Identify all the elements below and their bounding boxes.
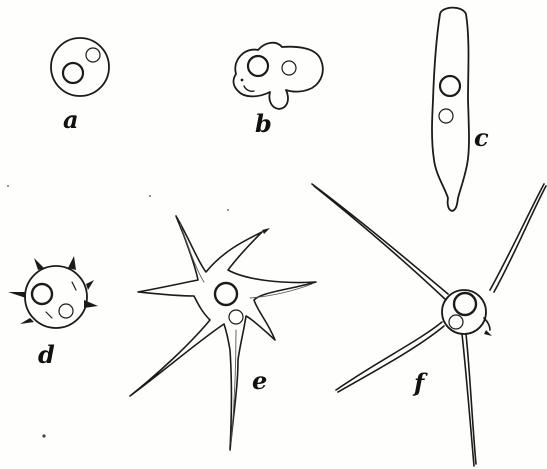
ink-speck (149, 195, 151, 197)
cell-c (432, 8, 469, 211)
cell-b-membrane (234, 43, 323, 109)
cell-b-vacuole (282, 61, 296, 75)
label-c: c (474, 126, 489, 150)
cell-e-nucleus (215, 283, 237, 305)
cell-d-nucleus (32, 284, 52, 304)
cell-e-process-tip (262, 228, 270, 234)
cell-f (312, 184, 546, 466)
cell-d-vacuole (59, 304, 73, 318)
cell-e (130, 216, 316, 450)
cell-c-vacuole (439, 109, 453, 123)
cell-c-membrane (432, 8, 469, 211)
cell-e-vacuole (229, 310, 243, 324)
cell-b-nucleus (248, 56, 268, 76)
cell-f-nucleus (454, 293, 476, 315)
cell-a-vacuole (86, 48, 100, 62)
cell-b-granule (241, 79, 244, 82)
cell-a-nucleus (63, 63, 83, 83)
label-d: d (38, 343, 55, 367)
cell-d (8, 256, 98, 328)
ink-speck (227, 209, 229, 211)
cell-f-vacuole (449, 315, 463, 329)
label-b: b (255, 112, 272, 136)
cell-e-body (130, 216, 316, 450)
label-e: e (252, 369, 267, 393)
cell-b (234, 43, 323, 109)
cell-f-body (442, 290, 486, 334)
label-a: a (63, 108, 79, 132)
cell-c-nucleus (440, 76, 460, 96)
cell-e-process-lines (180, 224, 312, 444)
cell-f-processes (312, 184, 546, 466)
cell-f-spine (484, 330, 492, 336)
ink-speck (42, 434, 45, 437)
cell-b-fold (244, 86, 254, 91)
ink-speck (7, 185, 9, 187)
label-f: f (414, 371, 424, 395)
cell-d-membrane (25, 266, 87, 328)
cell-a (51, 38, 109, 96)
